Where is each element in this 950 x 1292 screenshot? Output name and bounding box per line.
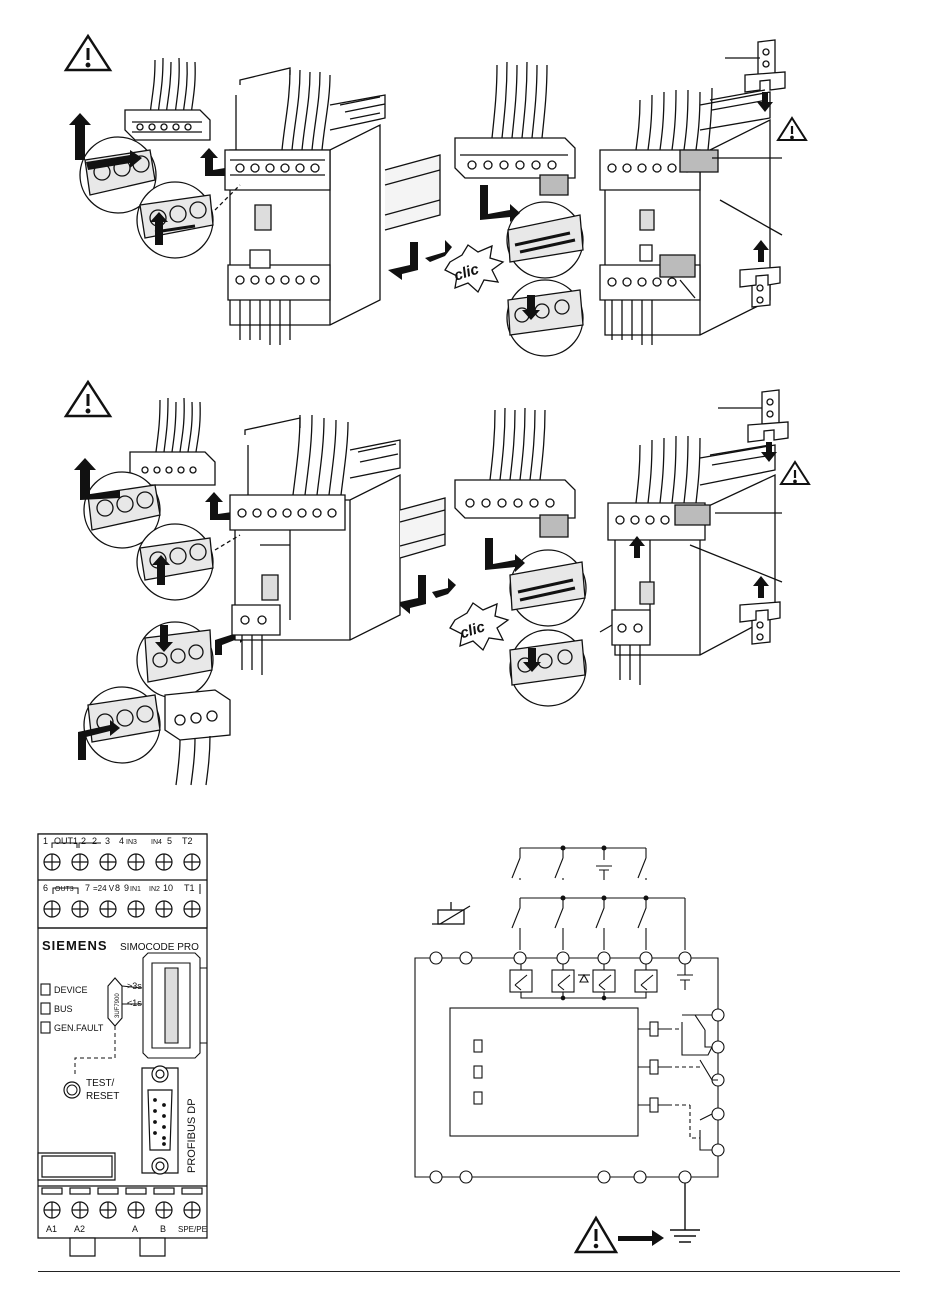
terminal-label: 1	[43, 836, 48, 846]
warning-icon	[778, 118, 806, 140]
terminal-label: SPE/PE	[178, 1225, 207, 1234]
device-front-panel: 1 OUT1 2 2 3 4 IN3 IN4 5 T2 6 OUT3 7 =24…	[30, 828, 215, 1268]
terminal-label: T2	[182, 836, 193, 846]
terminal-label: 7	[85, 883, 90, 893]
terminal-block-removed	[130, 398, 215, 485]
button-label: RESET	[86, 1091, 119, 1102]
arrow-icon	[618, 1230, 664, 1246]
test-reset-button[interactable]	[64, 1082, 80, 1098]
terminal-block-small	[165, 690, 230, 785]
led-label: DEVICE	[54, 985, 88, 995]
terminal-label: 3	[105, 836, 110, 846]
terminal-label: 10	[163, 883, 173, 893]
terminal-label: IN2	[149, 886, 160, 893]
detail-magnifier-2	[137, 182, 213, 258]
warning-icon	[781, 462, 809, 484]
tool-key-top	[725, 40, 785, 92]
terminal-label: B	[160, 1224, 166, 1234]
timing-long: >3s	[127, 981, 142, 991]
terminal-label: IN3	[126, 839, 137, 846]
terminal-label: 5	[167, 836, 172, 846]
footer-divider	[38, 1271, 900, 1272]
terminal-label: 4	[119, 836, 124, 846]
terminal-label: 9	[124, 883, 129, 893]
terminal-label: OUT3	[55, 886, 74, 893]
terminal-label: IN4	[151, 839, 162, 846]
terminal-label: A2	[74, 1224, 85, 1234]
terminal-label: IN1	[130, 886, 141, 893]
terminal-label: 8	[115, 883, 120, 893]
mounting-drawing-top: clic	[0, 0, 950, 370]
model-name: SIMOCODE PRO	[120, 942, 199, 953]
terminal-label: 6	[43, 883, 48, 893]
detail-magnifier-10	[510, 630, 586, 706]
device-drawing-3	[230, 415, 445, 675]
terminal-label: 2	[92, 836, 97, 846]
gen-fault-led	[41, 1022, 50, 1033]
warning-icon	[66, 36, 110, 70]
bus-led	[41, 1003, 50, 1014]
tool-key-top	[718, 390, 788, 442]
terminal-block-removed	[125, 58, 210, 140]
terminal-label: A	[132, 1224, 138, 1234]
device-drawing-1	[225, 68, 440, 345]
device-drawing-2	[600, 88, 770, 345]
mounting-section-middle: clic	[0, 370, 950, 790]
warning-icon	[576, 1218, 616, 1252]
terminal-label: T1	[184, 883, 195, 893]
bus-name: PROFIBUS DP	[186, 1098, 198, 1173]
terminal-label: =24 V	[93, 884, 115, 893]
led-label: GEN.FAULT	[54, 1023, 104, 1033]
detail-magnifier-7	[137, 622, 213, 698]
device-drawing-4	[608, 436, 775, 685]
circuit-schematic	[400, 830, 750, 1270]
brand-name: SIEMENS	[42, 938, 108, 953]
warning-icon	[66, 382, 110, 416]
terminal-label: OUT1	[54, 836, 78, 846]
device-led	[41, 984, 50, 995]
led-label: BUS	[54, 1004, 73, 1014]
terminal-block-clic	[455, 408, 575, 537]
detail-magnifier-8	[84, 687, 160, 763]
ground-icon	[670, 1183, 700, 1242]
terminal-block-clic	[455, 62, 575, 195]
detail-magnifier-6	[137, 524, 213, 600]
mounting-section-top: clic	[0, 0, 950, 370]
profibus-connector	[142, 1066, 178, 1174]
part-number: 3UF7900	[115, 993, 121, 1018]
detail-magnifier-4	[507, 280, 583, 356]
button-label: TEST/	[86, 1078, 115, 1089]
terminal-label: 2	[81, 836, 86, 846]
thermistor-icon	[432, 902, 470, 924]
mounting-drawing-middle: clic	[0, 370, 950, 790]
timing-short: <1s	[127, 998, 142, 1008]
terminal-label: A1	[46, 1224, 57, 1234]
